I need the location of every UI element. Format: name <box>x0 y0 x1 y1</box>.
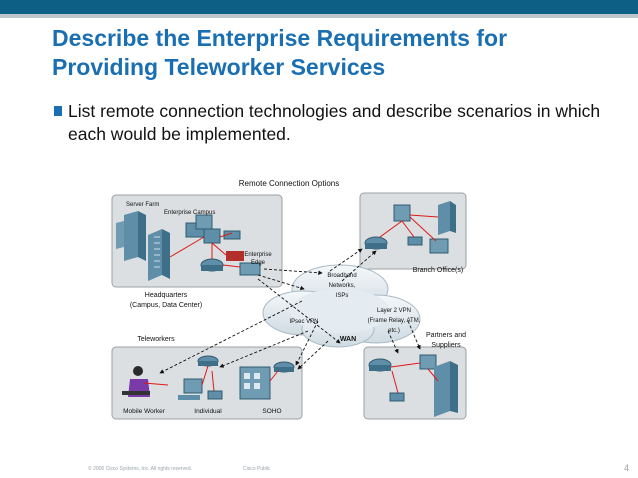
campus-phone-icon <box>223 230 241 240</box>
page-number: 4 <box>624 463 630 473</box>
branch-office-label: Branch Office(s) <box>413 267 463 274</box>
enterprise-edge-label-2: Edge <box>251 260 266 266</box>
server-farm-label: Server Farm <box>126 202 159 208</box>
edge-router-icon <box>200 258 224 272</box>
enterprise-campus-label: Enterprise Campus <box>164 210 215 216</box>
enterprise-edge-label-1: Enterprise <box>244 252 272 258</box>
individual-computer-icon <box>178 378 203 400</box>
branch-switch-icon <box>393 204 411 222</box>
partner-internal-links <box>390 362 439 394</box>
layer2-vpn-label-3: etc.) <box>388 328 400 334</box>
partner-phone-icon <box>389 392 405 402</box>
branch-router-icon <box>364 236 388 250</box>
slide-title: Describe the Enterprise Requirements for… <box>52 24 632 82</box>
hq-internal-links <box>169 232 241 268</box>
branch-phone-icon <box>407 236 423 246</box>
firewall-icon <box>226 251 244 261</box>
individual-router-icon <box>197 355 219 367</box>
slide-title-line-2: Providing Teleworker Services <box>52 54 386 80</box>
branch-computer-icon <box>429 238 449 254</box>
wan-cloud <box>262 264 421 348</box>
headquarters-label-1: Headquarters <box>145 292 188 299</box>
top-banner <box>0 0 638 14</box>
ipsec-vpn-label: IPsec VPN <box>289 319 318 325</box>
server-farm-icon <box>116 211 146 261</box>
wan-label: WAN <box>340 336 356 343</box>
partners-label-2: Suppliers <box>431 342 461 349</box>
soho-label: SOHO <box>262 408 281 415</box>
bullet-item: List remote connection technologies and … <box>54 100 614 146</box>
broadband-label-3: ISPs <box>336 293 349 299</box>
broadband-label-2: Networks, <box>329 283 356 289</box>
footer-public: Cisco Public <box>243 466 271 472</box>
partner-building-icon <box>434 361 458 417</box>
remote-connection-diagram: Remote Connection Options Server Farm En… <box>108 171 470 422</box>
slide-title-line-1: Describe the Enterprise Requirements for <box>52 25 508 51</box>
diagram-title: Remote Connection Options <box>239 179 340 188</box>
layer2-vpn-label-1: Layer 2 VPN <box>377 308 411 314</box>
bullet-marker-icon <box>54 106 62 116</box>
individual-label: Individual <box>194 408 222 415</box>
broadband-label-1: Broadband <box>327 273 356 279</box>
layer2-vpn-label-2: (Frame Relay, ATM, <box>368 318 421 324</box>
teleworkers-panel <box>111 346 303 420</box>
soho-router-icon <box>273 361 295 373</box>
bullet-text: List remote connection technologies and … <box>68 101 601 144</box>
teleworkers-label: Teleworkers <box>137 336 175 343</box>
individual-phone-icon <box>207 390 223 400</box>
partner-router-icon <box>368 358 392 372</box>
footer-copyright: © 2006 Cisco Systems, Inc. All rights re… <box>88 466 193 472</box>
teleworker-internal-links <box>143 365 279 392</box>
branch-server-icon <box>438 201 456 235</box>
headquarters-label-2: (Campus, Data Center) <box>130 302 202 309</box>
partners-label-1: Partners and <box>426 332 466 339</box>
top-banner-stripe <box>0 14 638 18</box>
partner-switch-icon <box>419 354 437 370</box>
soho-building-icon <box>239 366 271 400</box>
campus-switches-icon <box>185 214 221 244</box>
mobile-worker-label: Mobile Worker <box>123 408 166 415</box>
campus-building-icon <box>148 229 170 281</box>
edge-switch-icon <box>239 262 261 276</box>
branch-internal-links <box>379 214 439 242</box>
connection-arrows <box>159 248 421 374</box>
